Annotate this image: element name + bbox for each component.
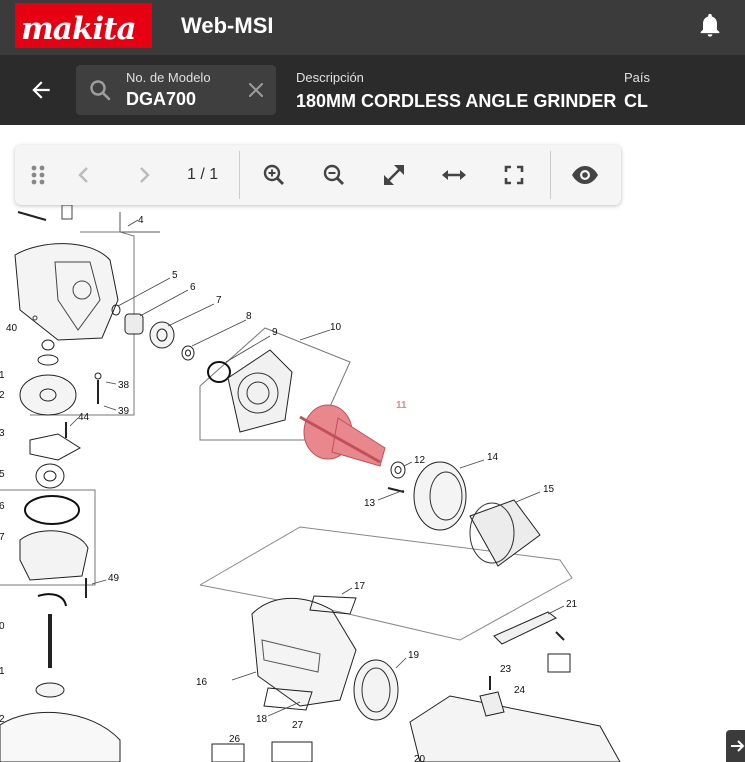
part-label[interactable]: 13 <box>364 498 376 509</box>
part-label[interactable]: 19 <box>408 650 420 661</box>
part-label[interactable]: 24 <box>514 685 526 696</box>
parts-diagram[interactable]: 4 5 6 7 8 9 10 11 12 13 14 15 16 17 18 1… <box>0 204 745 762</box>
part-label[interactable]: 14 <box>487 452 499 463</box>
expand-diagonal-icon[interactable] <box>379 160 409 190</box>
part-label[interactable]: 12 <box>414 455 426 466</box>
app-title: Web-MSI <box>181 13 274 38</box>
zoom-out-icon[interactable] <box>319 160 349 190</box>
country-value: CL <box>624 91 648 111</box>
part-label[interactable]: 0 <box>0 621 5 632</box>
part-label[interactable]: 17 <box>354 581 366 592</box>
eye-icon[interactable] <box>570 160 600 190</box>
part-label[interactable]: 44 <box>78 412 90 423</box>
search-bar: No. de Modelo DGA700 Descripción 180MM C… <box>0 55 745 125</box>
part-label[interactable]: 1 <box>0 370 5 381</box>
app-bar: makita Web-MSI <box>0 0 745 55</box>
part-label[interactable]: 15 <box>543 484 555 495</box>
model-search-field[interactable]: No. de Modelo DGA700 <box>76 65 276 115</box>
model-label: No. de Modelo <box>126 70 211 85</box>
viewer-toolbar: 1 / 1 <box>15 145 621 205</box>
armature-highlight <box>299 404 386 467</box>
part-label[interactable]: 5 <box>0 469 5 480</box>
part-label[interactable]: 49 <box>108 573 120 584</box>
part-label[interactable]: 1 <box>0 666 5 677</box>
clear-icon[interactable] <box>246 80 266 100</box>
back-arrow-icon[interactable] <box>28 77 54 103</box>
side-panel-toggle-button[interactable] <box>726 730 745 762</box>
part-label[interactable]: 9 <box>272 327 278 338</box>
part-label[interactable]: 6 <box>190 282 196 293</box>
part-label[interactable]: 8 <box>246 311 252 322</box>
part-label[interactable]: 38 <box>118 380 130 391</box>
part-label[interactable]: 7 <box>216 295 222 306</box>
toolbar-divider <box>239 151 240 199</box>
part-label[interactable]: 3 <box>0 428 5 439</box>
part-label[interactable]: 23 <box>500 664 512 675</box>
model-input[interactable]: DGA700 <box>126 89 197 109</box>
part-label-highlighted[interactable]: 11 <box>396 400 407 411</box>
description-label: Descripción <box>296 70 364 85</box>
part-label[interactable]: 16 <box>196 677 208 688</box>
part-label[interactable]: 27 <box>292 720 304 731</box>
search-icon <box>88 78 112 102</box>
part-label[interactable]: 21 <box>566 599 578 610</box>
part-label[interactable]: 6 <box>0 501 5 512</box>
toolbar-divider <box>550 151 551 199</box>
part-label[interactable]: 4 <box>138 215 144 226</box>
part-label[interactable]: 39 <box>118 406 130 417</box>
makita-logo[interactable]: makita <box>15 3 152 48</box>
prev-page-icon[interactable] <box>69 160 99 190</box>
part-label[interactable]: 5 <box>172 270 178 281</box>
fullscreen-icon[interactable] <box>499 160 529 190</box>
drag-handle-icon[interactable] <box>23 160 53 190</box>
bell-icon[interactable] <box>696 11 724 39</box>
part-label[interactable]: 26 <box>229 734 241 745</box>
part-label[interactable]: 20 <box>414 754 426 762</box>
part-label[interactable]: 7 <box>0 532 5 543</box>
country-label: País <box>624 70 651 85</box>
zoom-in-icon[interactable] <box>259 160 289 190</box>
part-label[interactable]: 18 <box>256 714 268 725</box>
part-label[interactable]: 2 <box>0 390 5 401</box>
part-label[interactable]: 10 <box>330 322 342 333</box>
page-indicator: 1 / 1 <box>187 166 219 183</box>
part-label[interactable]: 2 <box>0 714 5 725</box>
fit-width-icon[interactable] <box>439 160 469 190</box>
part-label[interactable]: 40 <box>6 323 18 334</box>
logo-text: makita <box>21 11 136 47</box>
next-page-icon[interactable] <box>129 160 159 190</box>
description-value: 180MM CORDLESS ANGLE GRINDER <box>296 91 617 111</box>
